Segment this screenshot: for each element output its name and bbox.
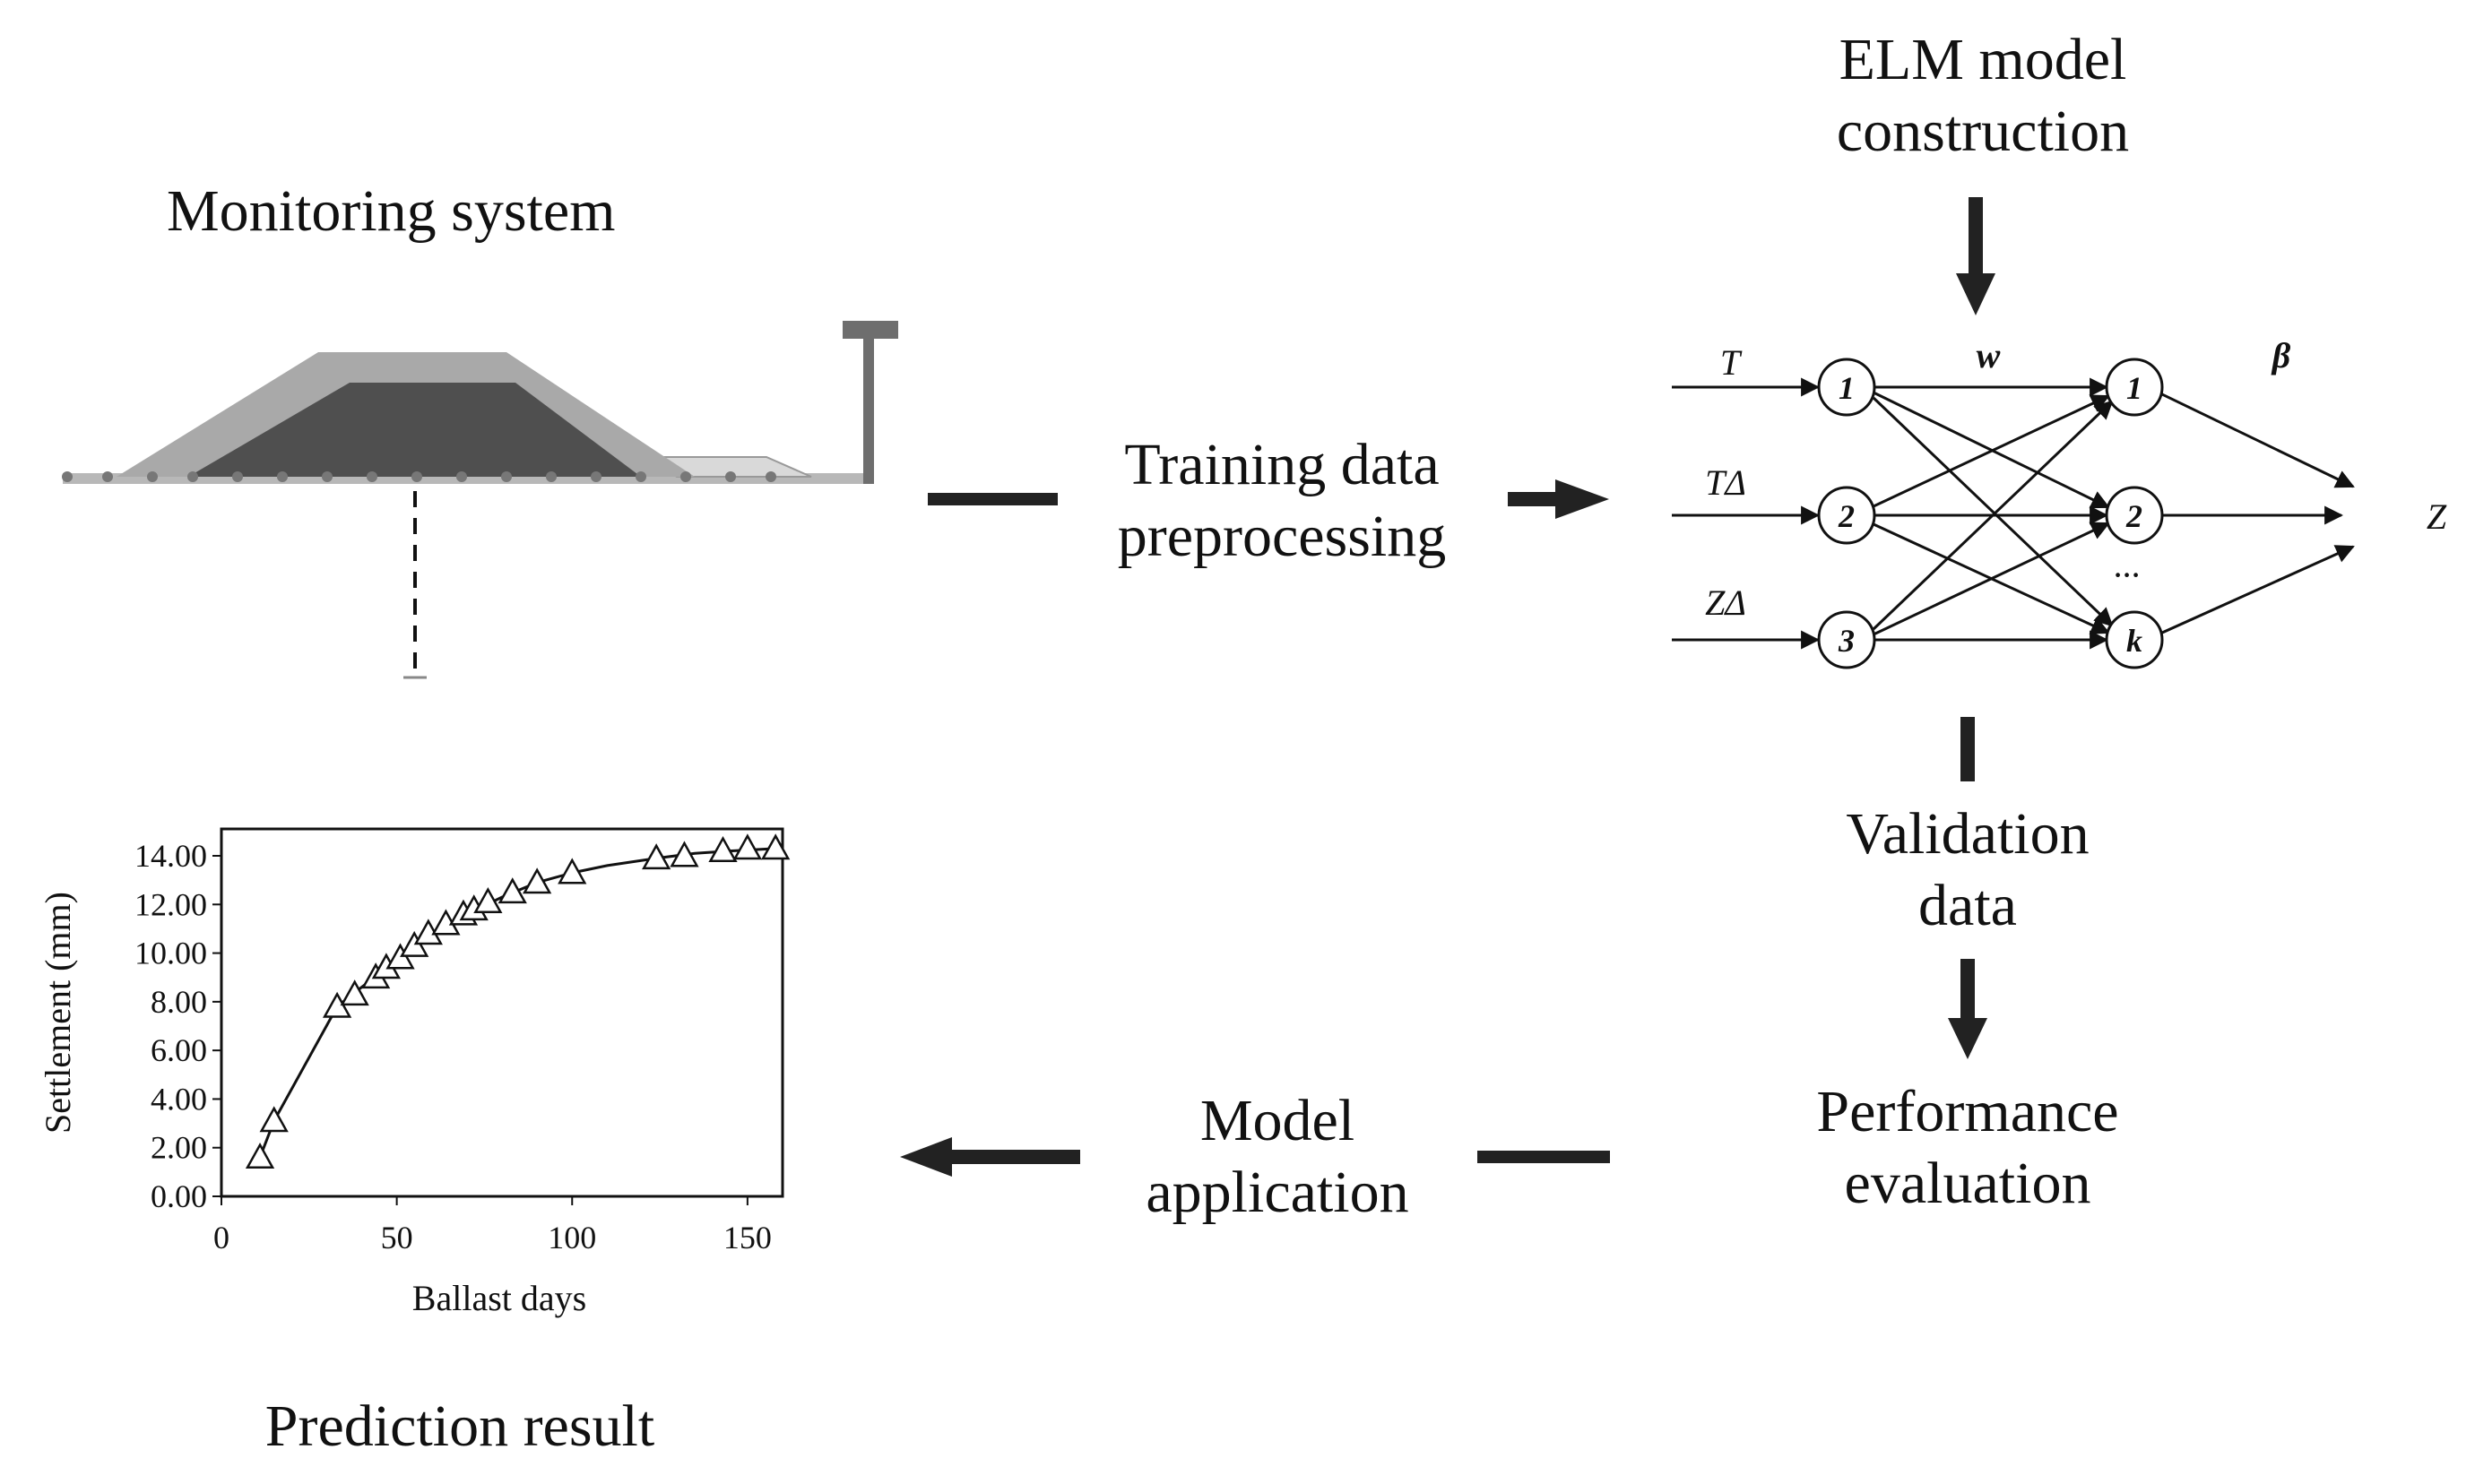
y-tick-label: 2.00: [151, 1130, 207, 1166]
arrow-down-to-evaluation: [1948, 959, 1987, 1059]
embankment-illustration: [62, 321, 898, 679]
data-point: [558, 858, 587, 884]
monitoring-system-title: Monitoring system: [167, 178, 616, 244]
hidden-node-2: 2: [2125, 498, 2142, 534]
y-tick-label: 14.00: [134, 838, 207, 874]
data-point: [642, 843, 671, 870]
input-node-2: 2: [1838, 498, 1855, 534]
elm-label-1: ELM model: [1839, 27, 2127, 92]
sign-post: [863, 332, 874, 484]
model-label-1: Model: [1200, 1088, 1354, 1153]
y-tick-label: 0.00: [151, 1178, 207, 1214]
data-point: [761, 833, 791, 860]
data-point: [473, 886, 503, 914]
hidden-node-k: k: [2126, 623, 2142, 659]
y-tick-label: 8.00: [151, 984, 207, 1020]
x-tick-label: 150: [723, 1220, 772, 1255]
plot-frame: [220, 827, 784, 1198]
weight-label-w: w: [1977, 335, 2001, 375]
beta-label: β: [2271, 335, 2291, 375]
y-tick-label: 4.00: [151, 1081, 207, 1117]
y-tick-label: 6.00: [151, 1032, 207, 1068]
y-axis-label: Settlement (mm): [38, 892, 78, 1134]
elm-label-2: construction: [1837, 99, 2129, 164]
input-label-z-delta: ZΔ: [1705, 582, 1746, 623]
data-point: [523, 867, 552, 894]
validation-label-1: Validation: [1846, 801, 2089, 867]
input-label-t: T: [1720, 342, 1743, 383]
hidden-ellipsis: ···: [2113, 555, 2140, 595]
y-tick-label: 12.00: [134, 886, 207, 922]
settlement-chart: 0.00 2.00 4.00 6.00 8.00 10.00 12.00 14.00 0 50 10…: [134, 827, 791, 1255]
connector-line-down: [1960, 717, 1975, 781]
data-point: [732, 833, 762, 860]
arrow-to-chart: [900, 1137, 1080, 1177]
arrow-to-network: [1508, 479, 1609, 519]
data-point: [498, 877, 527, 904]
data-point: [259, 1106, 289, 1133]
data-point: [670, 841, 699, 867]
sign-post-top: [843, 321, 898, 339]
performance-label-2: evaluation: [1845, 1151, 2091, 1216]
prediction-result-title: Prediction result: [265, 1393, 654, 1459]
data-point: [340, 979, 369, 1006]
x-tick-label: 50: [381, 1220, 413, 1255]
x-axis-label: Ballast days: [412, 1278, 586, 1318]
input-node-3: 3: [1838, 623, 1855, 659]
elm-network: [1672, 358, 2355, 669]
input-node-1: 1: [1839, 370, 1855, 406]
validation-label-2: data: [1918, 873, 2017, 938]
data-point: [245, 1142, 275, 1169]
arrow-down-to-network: [1956, 197, 1995, 315]
embankment-core: [188, 383, 641, 477]
data-point: [708, 835, 738, 863]
training-data-label-1: Training data: [1124, 432, 1439, 497]
model-label-2: application: [1146, 1160, 1408, 1225]
output-label-z: Z: [2427, 496, 2447, 537]
hidden-node-1: 1: [2126, 370, 2142, 406]
x-tick-label: 100: [548, 1220, 596, 1255]
settlement-markers: [62, 471, 776, 482]
training-data-label-2: preprocessing: [1118, 504, 1447, 569]
y-tick-label: 10.00: [134, 936, 207, 971]
performance-label-1: Performance: [1816, 1079, 2118, 1144]
input-label-t-delta: TΔ: [1705, 462, 1746, 503]
connector-line-top: [928, 493, 1058, 505]
x-tick-label: 0: [213, 1220, 229, 1255]
connector-line-bottom: [1477, 1151, 1610, 1163]
